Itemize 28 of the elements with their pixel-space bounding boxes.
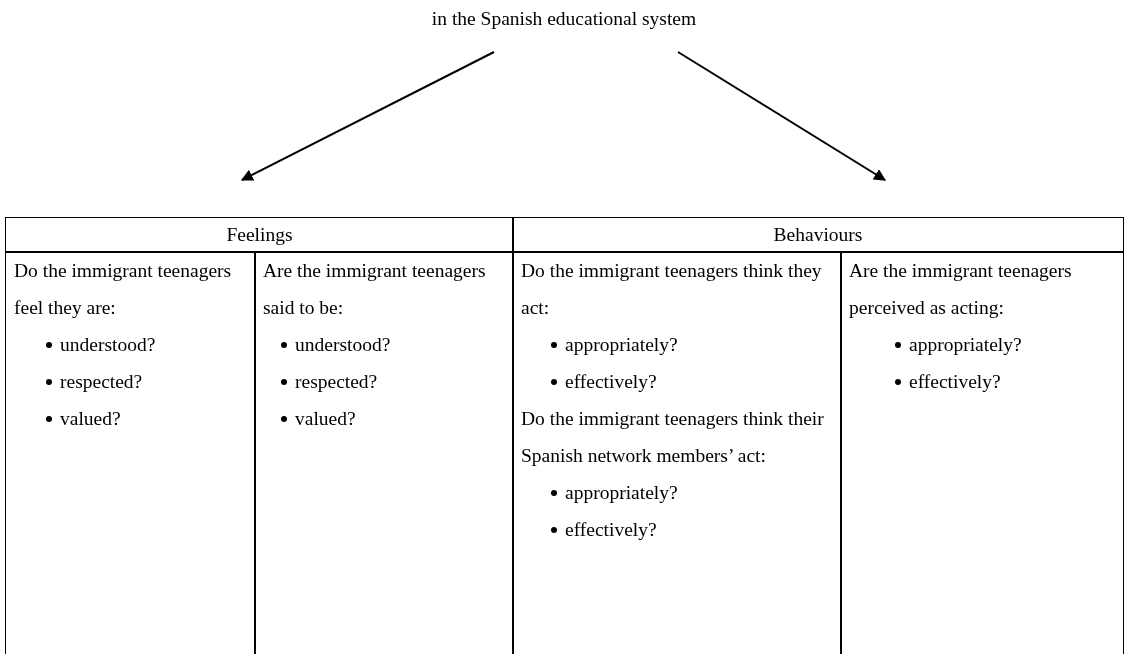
- table-cell: [5, 251, 256, 654]
- question-text: Do the immigrant teenagers feel they are:: [13, 259, 233, 320]
- column-heading: Behaviours: [773, 224, 863, 246]
- bullet-item: understood?: [295, 333, 391, 357]
- arrow: [240, 51, 495, 181]
- bullet-item: effectively?: [565, 370, 657, 394]
- bullet-item: appropriately?: [909, 333, 1022, 357]
- arrow: [677, 51, 886, 181]
- bullet-item: understood?: [60, 333, 156, 357]
- bullet-item: valued?: [295, 407, 356, 431]
- bullet-item: appropriately?: [565, 333, 678, 357]
- bullet-item: effectively?: [565, 518, 657, 542]
- table-cell: [254, 251, 514, 654]
- question-text: Do the immigrant teenagers think they act:: [520, 259, 823, 320]
- bullet-item: valued?: [60, 407, 121, 431]
- bullet-item: effectively?: [909, 370, 1001, 394]
- question-text: Are the immigrant teenagers perceived as acting:: [848, 259, 1073, 320]
- header-cell: [512, 217, 1124, 253]
- table-cell: [840, 251, 1124, 654]
- question-text: Do the immigrant teenagers think their Spanish network members’ act:: [520, 407, 825, 468]
- column-heading: Feelings: [226, 224, 293, 246]
- bullet-item: appropriately?: [565, 481, 678, 505]
- table-cell: [512, 251, 842, 654]
- header-cell: [5, 217, 514, 253]
- heading-text: in the Spanish educational system: [384, 4, 744, 34]
- bullet-item: respected?: [60, 370, 143, 394]
- bullet-item: respected?: [295, 370, 378, 394]
- question-text: Are the immigrant teenagers said to be:: [262, 259, 487, 320]
